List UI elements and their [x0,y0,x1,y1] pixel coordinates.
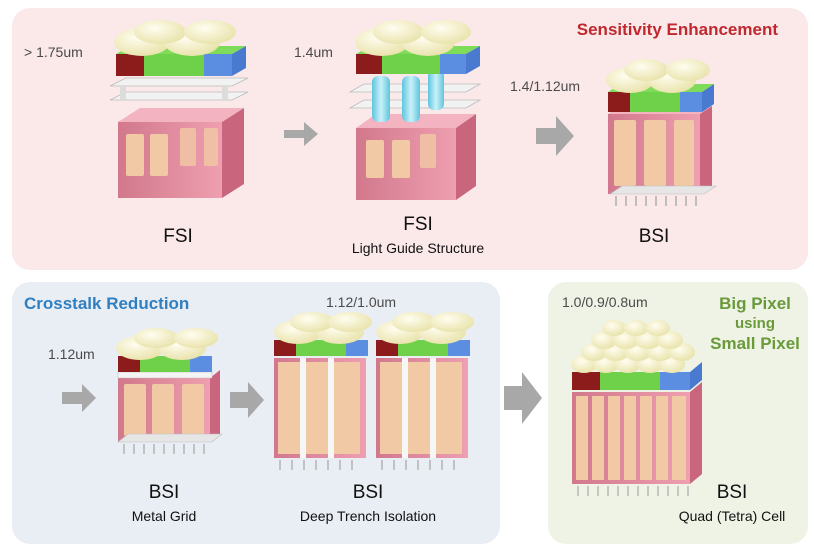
pixel-fsi-light-guide [348,20,482,200]
pixel-type-label: FSI [163,226,193,247]
sensitivity-enhancement-title: Sensitivity Enhancement [576,20,778,39]
pixel-type-label: BSI [638,226,670,247]
arrow-3 [230,382,264,418]
big-pixel-title: Big Pixel using Small Pixel [700,294,810,354]
pixel-caption: BSI Metal Grid [104,482,224,524]
crosstalk-reduction-title: Crosstalk Reduction [24,294,190,313]
pixel-size-label: 1.4/1.12um [510,78,581,94]
pixel-bsi [606,59,717,206]
pixel-caption: FSI [118,226,238,248]
arrow-2 [536,116,574,156]
big-pixel-title-line1: Big Pixel [719,294,791,313]
pixel-bsi-metal-grid [62,328,223,454]
pixel-caption: BSI Deep Trench Isolation [268,482,468,524]
pixel-size-label: 1.12/1.0um [326,294,397,310]
pixel-type-label: BSI [148,482,180,503]
arrow-4 [504,372,542,424]
pixel-type-label: FSI [403,214,433,235]
pixel-caption: BSI [594,226,714,248]
pixel-caption: BSI Quad (Tetra) Cell [658,482,806,524]
pixel-fsi-large [109,20,249,198]
pixel-size-label: 1.0/0.9/0.8um [562,294,648,310]
big-pixel-title-line3: Small Pixel [710,334,800,353]
pixel-size-label: 1.4um [294,44,333,60]
pixel-structure-label: Deep Trench Isolation [299,508,437,524]
pixel-size-label: 1.12um [48,346,95,362]
pixel-size-label: > 1.75um [24,44,83,60]
pixel-structure-label: Metal Grid [131,508,197,524]
pixel-type-label: BSI [352,482,384,503]
pixel-structure-label: Quad (Tetra) Cell [678,508,786,524]
arrow-1 [284,122,318,146]
pixel-type-label: BSI [716,482,748,503]
pixel-structure-label: Light Guide Structure [351,240,485,256]
pixel-bsi-deep-trench [274,312,474,470]
big-pixel-title-line2: using [735,315,775,332]
pixel-caption: FSI Light Guide Structure [318,214,518,256]
pixel-bsi-quad-cell [571,320,702,496]
